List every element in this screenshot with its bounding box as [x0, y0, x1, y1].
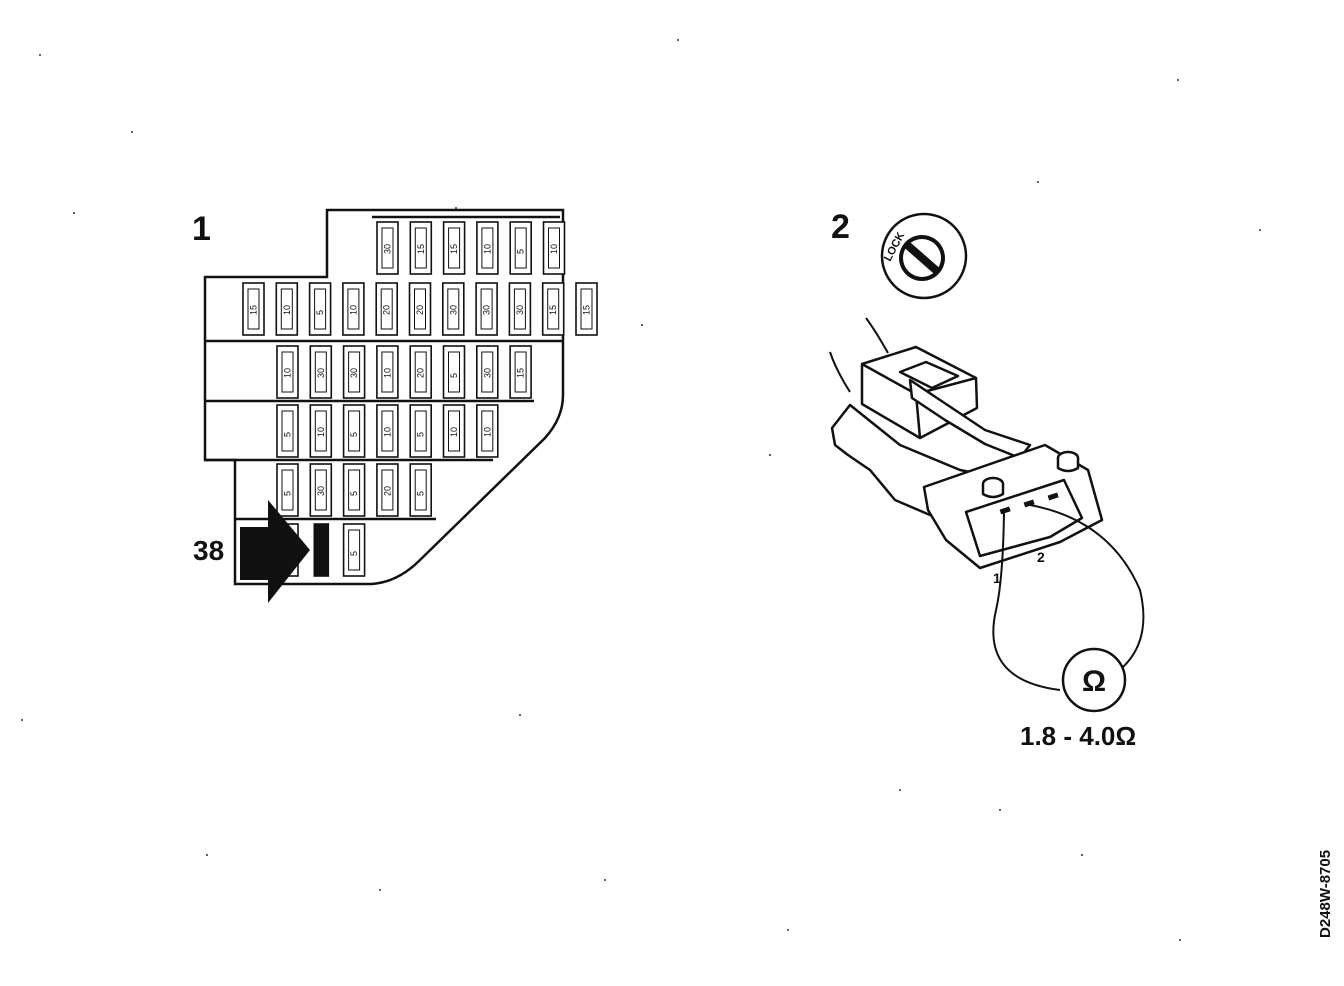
fuse-slot	[376, 463, 399, 517]
fuse-slot	[441, 282, 465, 336]
fuse-slot	[342, 404, 366, 458]
fuse-rating-label: 10	[348, 305, 358, 315]
fuse-slot	[342, 282, 365, 336]
fuse-slot	[409, 404, 433, 458]
fuse-rating-label: 20	[382, 305, 392, 315]
test-leads	[992, 504, 1145, 691]
fuse-slot	[442, 345, 466, 399]
fuse-rating-label: 10	[382, 427, 392, 437]
fuse-rating-label: 15	[449, 244, 459, 254]
fuse-slot	[409, 221, 433, 275]
fuse-row-separators	[205, 215, 563, 521]
fuse-rating-label: 10	[283, 368, 293, 378]
fuse-slot	[276, 345, 299, 399]
fuse-rating-label: 10	[549, 244, 559, 254]
fuse-rating-label: 5	[283, 491, 293, 496]
fuse-rating-label: 5	[283, 432, 293, 437]
fuse-slot	[442, 221, 466, 275]
fuse-rating-label: 30	[482, 368, 492, 378]
fuse-rating-label: 5	[315, 310, 325, 315]
fuse-slot	[276, 404, 299, 458]
fuse-slot	[276, 463, 299, 517]
callout-38-label: 38	[193, 535, 224, 566]
fuse-rating-label: 30	[448, 305, 458, 315]
fuse-slot	[475, 404, 499, 458]
connector-figure: 2 LOCK	[829, 208, 1145, 751]
scan-noise	[21, 39, 1261, 941]
fuse-rating-label: 10	[282, 305, 292, 315]
figure-1-label: 1	[192, 210, 211, 248]
fuse-slot	[508, 282, 532, 336]
fuse-rating-label: 10	[316, 427, 326, 437]
fuse-rating-label: 5	[349, 551, 359, 556]
fuse-slot	[542, 221, 566, 275]
fuse-rating-label: 30	[316, 368, 326, 378]
fuse-rating-label: 30	[316, 486, 326, 496]
fuse-slot	[376, 345, 399, 399]
fuse-slot	[475, 345, 499, 399]
fuse-rating-label: 5	[416, 491, 426, 496]
fuse-slot	[376, 221, 399, 275]
fuse-38-highlighted	[313, 523, 330, 577]
pin-1-label: 1	[993, 570, 1001, 586]
fuse-slot	[309, 463, 333, 517]
fuse-slot	[509, 345, 532, 399]
fuse-slot	[309, 345, 333, 399]
fuse-slot	[541, 282, 565, 336]
fuse-rating-label: 15	[516, 368, 526, 378]
fuse-rating-label: 30	[482, 305, 492, 315]
ignition-lock-icon: LOCK	[880, 212, 968, 300]
fuse-rating-label: 10	[382, 368, 392, 378]
ohmmeter-icon: Ω	[1061, 647, 1127, 713]
fuse-rating-label: 15	[416, 244, 426, 254]
ohm-symbol: Ω	[1082, 665, 1106, 698]
fuse-rating-label: 20	[382, 486, 392, 496]
fuse-slot	[242, 282, 265, 336]
connector-pins	[999, 492, 1059, 515]
fuse-slot	[409, 345, 433, 399]
fuse-slot	[342, 523, 366, 577]
fuse-slot	[342, 345, 366, 399]
fuse-rating-label: 5	[349, 491, 359, 496]
fuse-slot	[509, 221, 533, 275]
fuse-rating-label: 30	[383, 244, 393, 254]
fuse-slot	[408, 282, 432, 336]
arrow-right-icon	[240, 500, 310, 603]
fuse-rating-label: 10	[482, 244, 492, 254]
fuse-slot	[376, 404, 399, 458]
fuse-rating-label: 20	[416, 368, 426, 378]
fuse-rating-label: 10	[482, 427, 492, 437]
fuse-slot	[375, 282, 399, 336]
fuse-slot	[409, 463, 433, 517]
fuse-rating-label: 5	[349, 432, 359, 437]
fuse-rating-label: 10	[449, 427, 459, 437]
fuse-slot	[275, 282, 299, 336]
harness-wires	[829, 317, 889, 393]
fuse-rating-label: 15	[249, 305, 259, 315]
fuse-rating-label: 20	[415, 305, 425, 315]
resistance-spec: 1.8 - 4.0Ω	[1020, 721, 1136, 751]
connector-body	[830, 345, 1104, 570]
fuse-rating-label: 5	[516, 249, 526, 254]
fuse-rating-label: 5	[416, 432, 426, 437]
fuse-slot	[309, 404, 333, 458]
fuse-rating-label: 5	[449, 373, 459, 378]
fuse-rating-label: 30	[349, 368, 359, 378]
fuse-slot	[342, 463, 366, 517]
fuse-rating-label: 30	[515, 305, 525, 315]
document-code: D248W-8705	[1317, 850, 1334, 938]
fuse-slot	[308, 282, 332, 336]
fuse-grid: 30 15 15 10 5 10 15 10 5 10 20 20 30 30 30 15 15 10 30 30 10…	[242, 221, 598, 577]
figure-2-label: 2	[831, 208, 850, 246]
fuse-slot	[442, 404, 466, 458]
fuse-rating-label: 15	[548, 305, 558, 315]
fuse-slot	[476, 221, 499, 275]
fuse-slot	[475, 282, 498, 336]
fuse-rating-label: 15	[582, 305, 592, 315]
fuse-slot	[575, 282, 598, 336]
pin-2-label: 2	[1037, 549, 1045, 565]
